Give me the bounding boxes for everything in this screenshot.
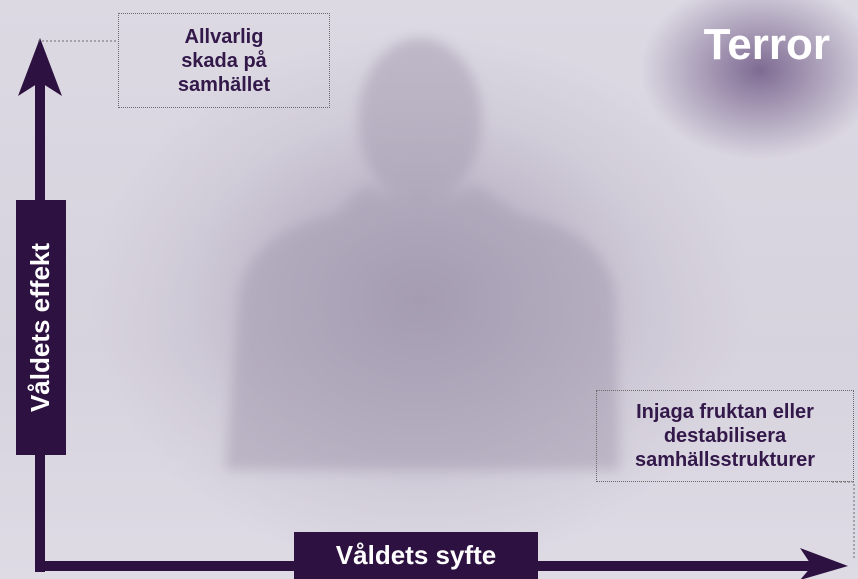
diagram-title: Terror xyxy=(703,20,830,69)
y-axis-label: Våldets effekt xyxy=(25,242,56,413)
x-axis-end-note: Injaga fruktan eller destabilisera samhä… xyxy=(596,390,854,482)
x-leader-line xyxy=(832,481,855,560)
x-axis-label: Våldets syfte xyxy=(335,540,497,570)
x-axis-arrow xyxy=(800,548,848,579)
y-axis-arrow xyxy=(18,38,62,96)
y-axis-label-box: Våldets effekt xyxy=(16,200,66,455)
x-axis-label-box: Våldets syfte xyxy=(294,532,538,579)
x-axis-end-note-text: Injaga fruktan eller destabilisera samhä… xyxy=(634,401,816,471)
y-axis-end-note: Allvarlig skada på samhället xyxy=(118,13,330,108)
y-axis-end-note-text: Allvarlig skada på samhället xyxy=(177,25,271,96)
